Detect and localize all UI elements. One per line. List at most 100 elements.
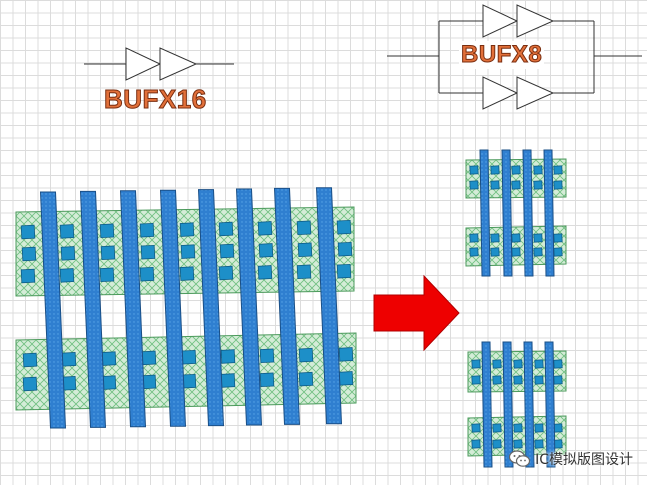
contact [296, 220, 312, 236]
contact [141, 350, 157, 366]
contact [60, 246, 76, 261]
bufx8-label: BUFX8 [459, 41, 545, 69]
contact [553, 180, 563, 190]
contact [338, 371, 354, 386]
buffer-triangle-top-2 [516, 4, 555, 38]
contact [181, 349, 197, 365]
contact [99, 223, 115, 239]
poly-finger [159, 189, 187, 427]
poly-finger [197, 189, 225, 427]
contact [534, 423, 544, 433]
contact [492, 359, 502, 369]
contact [219, 243, 235, 259]
poly-finger [39, 191, 67, 429]
contact [338, 347, 354, 362]
contact [22, 352, 38, 368]
buffer-triangle-2 [159, 47, 198, 81]
bufx16-symbol [84, 47, 234, 81]
contact [296, 264, 312, 280]
contact [220, 373, 236, 388]
contact [533, 180, 543, 190]
contact [179, 266, 195, 281]
contact [20, 268, 36, 284]
buffer-triangle-bottom-2 [516, 76, 555, 110]
contact [513, 359, 523, 369]
poly-finger [543, 149, 555, 277]
contact [140, 244, 156, 260]
contact [218, 265, 234, 281]
contact [492, 439, 502, 449]
contact [337, 241, 353, 257]
buffer-triangle-bottom-1 [482, 76, 519, 110]
bufx8-layout-b [467, 341, 567, 468]
contact [469, 247, 479, 257]
contact [513, 423, 523, 433]
contact [490, 165, 500, 175]
poly-finger [79, 190, 107, 428]
contact [59, 224, 75, 239]
contact [553, 423, 563, 433]
contact [100, 245, 116, 261]
contact [471, 439, 481, 449]
contact [533, 165, 543, 175]
poly-finger [235, 188, 263, 426]
poly-finger [315, 187, 343, 425]
contact [139, 266, 155, 282]
contact [553, 375, 563, 385]
poly-finger [273, 187, 301, 425]
contact [469, 180, 479, 190]
contact [336, 219, 352, 235]
contact [21, 246, 37, 262]
contact [533, 233, 543, 243]
contact [511, 165, 521, 175]
contact [180, 244, 196, 259]
poly-finger [502, 341, 514, 468]
bufx8-symbol [387, 4, 642, 110]
contact [490, 247, 500, 257]
contact [99, 267, 115, 283]
contact [492, 375, 502, 385]
poly-finger [481, 341, 493, 468]
contact [511, 180, 521, 190]
contact [179, 222, 195, 237]
bufx8-layout-a [465, 149, 567, 277]
bufx16-label: BUFX16 [104, 84, 207, 115]
contact [471, 359, 481, 369]
diffusion-strip-bottom [15, 332, 357, 411]
contact [471, 423, 481, 433]
contact [257, 221, 273, 236]
contact [469, 233, 479, 243]
contact [534, 375, 544, 385]
contact [553, 247, 563, 257]
contact [297, 242, 313, 258]
contact [511, 233, 521, 243]
contact [471, 375, 481, 385]
poly-finger [501, 149, 513, 277]
wechat-icon [508, 450, 531, 468]
bufx16-layout [15, 187, 357, 429]
contact [258, 243, 274, 258]
poly-finger [523, 341, 535, 468]
transform-arrow [373, 274, 460, 352]
contact [513, 375, 523, 385]
poly-finger [479, 149, 491, 277]
contact [220, 349, 236, 364]
contact [218, 221, 234, 237]
contact [336, 263, 352, 279]
watermark: IC模拟版图设计 [508, 449, 633, 469]
contact [513, 439, 523, 449]
contact [490, 233, 500, 243]
contact [257, 265, 273, 280]
contact [61, 352, 77, 367]
contact [511, 247, 521, 257]
watermark-text: IC模拟版图设计 [535, 452, 633, 468]
contact [259, 372, 275, 388]
contact [553, 165, 563, 175]
contact [533, 247, 543, 257]
contact [492, 423, 502, 433]
contact [20, 224, 36, 240]
contact [101, 351, 117, 366]
poly-finger [544, 341, 556, 468]
contact [534, 359, 544, 369]
